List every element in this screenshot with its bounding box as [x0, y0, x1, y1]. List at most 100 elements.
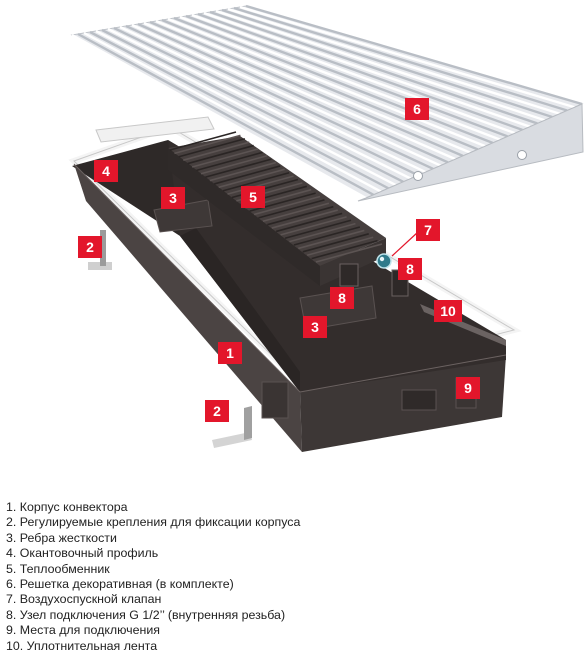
callout-2a-label: 2 — [86, 239, 94, 255]
grille-slat — [125, 24, 434, 170]
callout-5-label: 5 — [249, 189, 257, 205]
grille-slat — [89, 30, 389, 190]
heat-exchanger-fin — [174, 134, 241, 155]
heat-exchanger-fin — [293, 226, 361, 246]
heat-exchanger-fin — [267, 205, 334, 226]
heat-exchanger-fin — [214, 165, 281, 185]
edge-profile-top-bar — [95, 116, 215, 143]
callout-4: 4 — [94, 160, 118, 182]
callout-1: 1 — [218, 342, 242, 364]
heat-exchanger-fin — [196, 151, 263, 172]
callout-2b-label: 2 — [213, 403, 221, 419]
callout-3a: 3 — [161, 187, 185, 209]
air-vent-valve-highlight — [379, 256, 385, 262]
grille-slat — [155, 19, 471, 154]
heat-exchanger-fin — [253, 195, 321, 216]
grille-slat — [197, 12, 523, 132]
legend-item: 3. Ребра жесткости — [6, 530, 117, 545]
callout-3a-label: 3 — [169, 190, 177, 206]
legend-item: 1. Корпус конвектора — [6, 500, 128, 514]
heat-exchanger — [168, 131, 386, 286]
grille-slat — [83, 31, 382, 193]
callout-2b: 2 — [205, 400, 229, 422]
callout-7: 7 — [416, 219, 440, 241]
grille-slat — [113, 26, 419, 177]
heat-exchanger-fin — [169, 131, 237, 151]
legend-item: 2. Регулируемые крепления для фиксации к… — [6, 515, 301, 530]
heat-exchanger-fin — [275, 212, 343, 233]
grille-slat — [131, 23, 441, 167]
callout-2a: 2 — [78, 236, 102, 258]
heat-exchanger-fin — [289, 222, 356, 243]
heat-exchanger-fin — [222, 171, 290, 192]
callout-9-label: 9 — [464, 380, 472, 396]
callout-6-label: 6 — [413, 101, 421, 117]
grille-slat — [239, 5, 575, 109]
heat-exchanger-fin — [284, 219, 352, 240]
callout-6: 6 — [405, 98, 429, 120]
callout-10-label: 10 — [440, 303, 456, 319]
heat-exchanger-fin — [209, 161, 277, 182]
legend-item: 5. Теплообменник — [6, 561, 110, 576]
heat-exchanger-fin — [187, 144, 254, 165]
callout-3b: 3 — [303, 316, 327, 338]
callout-8b-label: 8 — [406, 261, 414, 277]
heat-exchanger-fin — [315, 243, 383, 263]
heat-exchanger-fin — [191, 148, 259, 168]
heat-exchanger-fin — [218, 168, 285, 189]
grille-slat — [173, 16, 494, 145]
callout-3b-label: 3 — [311, 319, 319, 335]
heat-exchanger-fin — [249, 192, 316, 212]
grille-slat — [185, 14, 508, 138]
callout-4-label: 4 — [102, 163, 110, 179]
decorative-grille — [70, 4, 584, 202]
grille-slat — [245, 4, 583, 106]
heat-exchanger-fin — [271, 209, 338, 229]
mounting-bracket-front — [212, 406, 252, 448]
callout-9: 9 — [456, 377, 480, 399]
grille-slat — [167, 17, 486, 148]
edge-profile-outline — [73, 126, 516, 385]
grille-slats — [71, 4, 583, 200]
callout-1-label: 1 — [226, 345, 234, 361]
grille-slat — [137, 22, 449, 164]
grille-slat — [143, 21, 456, 161]
grille-slat — [107, 27, 412, 180]
grille-slat — [161, 18, 479, 151]
heat-exchanger-fin — [183, 141, 250, 161]
callout-7-label: 7 — [424, 222, 432, 238]
grille-slat — [101, 28, 404, 183]
legend-list: 1. Корпус конвектора 2. Регулируемые кре… — [6, 500, 576, 654]
grille-slat — [119, 25, 427, 174]
grille-slat — [191, 13, 516, 135]
grille-slat — [209, 10, 538, 125]
heat-exchanger-fin — [227, 175, 294, 195]
callout-8a: 8 — [330, 287, 354, 309]
connection-node-left — [339, 263, 359, 287]
heat-exchanger-fin — [258, 199, 325, 219]
callout-8b: 8 — [398, 258, 422, 280]
grille-slat — [149, 20, 464, 157]
callout-8a-label: 8 — [338, 290, 346, 306]
heat-exchanger-fin — [302, 233, 369, 253]
grille-slat — [71, 33, 367, 200]
grille-slat — [179, 15, 501, 141]
grille-slat — [221, 8, 553, 119]
heat-exchanger-fin — [298, 229, 365, 250]
grille-slat — [77, 32, 375, 196]
heat-exchanger-fin — [306, 236, 374, 256]
heat-exchanger-fin — [178, 138, 246, 158]
grille-slat — [215, 9, 546, 122]
legend-item: 4. Окантовочный профиль — [6, 546, 159, 561]
callout-10: 10 — [434, 300, 462, 322]
air-vent-valve — [376, 253, 392, 269]
grille-slat — [227, 7, 561, 115]
legend-item: 9. Места для подключения — [6, 623, 160, 638]
convector-diagram: 6 4 3 5 7 2 8 8 10 3 1 9 — [68, 4, 584, 452]
callout-7-line — [391, 231, 419, 257]
legend-item: 8. Узел подключения G 1/2’’ (внутренняя … — [6, 607, 286, 622]
heat-exchanger-fin — [280, 216, 347, 236]
callout-5: 5 — [241, 186, 265, 208]
heat-exchanger-fin — [311, 239, 378, 260]
grille-slat — [233, 6, 568, 112]
